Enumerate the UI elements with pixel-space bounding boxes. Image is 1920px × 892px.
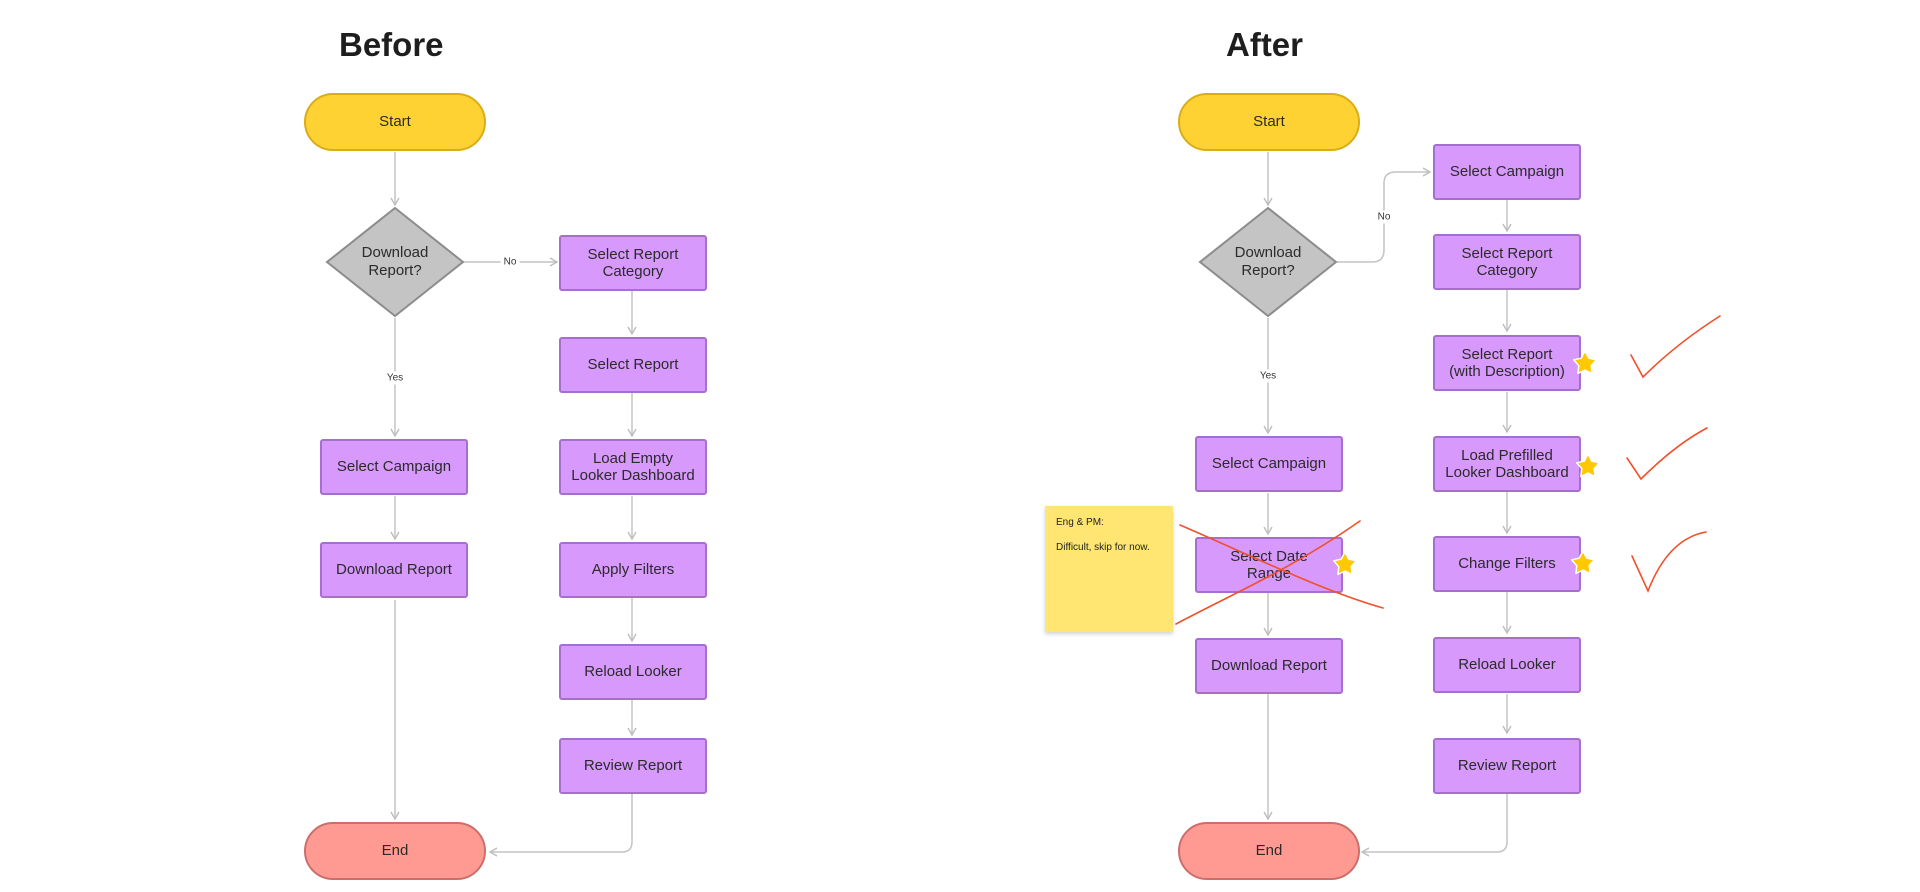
- after-select-campaign-left[interactable]: Select Campaign: [1195, 436, 1343, 492]
- before-apply-filters[interactable]: Apply Filters: [559, 542, 707, 598]
- edge-label-before-yes: Yes: [383, 371, 407, 385]
- after-decision-text-wrap: Download Report?: [1208, 232, 1328, 292]
- before-select-report-category[interactable]: Select Report Category: [559, 235, 707, 291]
- heading-before: Before: [339, 26, 444, 63]
- before-decision-label: Download Report?: [361, 244, 429, 279]
- sticky-note-author: Eng & PM:: [1056, 517, 1104, 528]
- edge-before-review-end: [488, 794, 633, 857]
- after-download-report[interactable]: Download Report: [1195, 638, 1343, 694]
- before-review-report[interactable]: Review Report: [559, 738, 707, 794]
- after-select-report-category[interactable]: Select Report Category: [1433, 234, 1581, 290]
- before-end-node[interactable]: End: [304, 822, 486, 880]
- sticky-note-text: Difficult, skip for now.: [1056, 542, 1150, 553]
- after-end-node[interactable]: End: [1178, 822, 1360, 880]
- edge-label-after-yes: Yes: [1256, 369, 1280, 383]
- after-review-report[interactable]: Review Report: [1433, 738, 1581, 794]
- before-download-report[interactable]: Download Report: [320, 542, 468, 598]
- before-reload-looker[interactable]: Reload Looker: [559, 644, 707, 700]
- after-decision-label: Download Report?: [1234, 244, 1302, 279]
- before-select-report[interactable]: Select Report: [559, 337, 707, 393]
- after-select-report-desc[interactable]: Select Report (with Description): [1433, 335, 1581, 391]
- edge-after-review-end: [1360, 794, 1508, 857]
- after-select-date-range[interactable]: Select Date Range: [1195, 537, 1343, 593]
- before-start-node[interactable]: Start: [304, 93, 486, 151]
- before-decision-text-wrap: Download Report?: [335, 232, 455, 292]
- edge-label-before-no: No: [500, 255, 520, 269]
- edge-label-after-no: No: [1374, 210, 1394, 224]
- after-change-filters[interactable]: Change Filters: [1433, 536, 1581, 592]
- after-start-node[interactable]: Start: [1178, 93, 1360, 151]
- after-select-campaign-right[interactable]: Select Campaign: [1433, 144, 1581, 200]
- before-select-campaign[interactable]: Select Campaign: [320, 439, 468, 495]
- heading-after: After: [1226, 26, 1304, 63]
- decision-diamond-before[interactable]: [325, 206, 465, 318]
- decision-diamond-after[interactable]: [1198, 206, 1338, 318]
- before-load-empty-looker[interactable]: Load Empty Looker Dashboard: [559, 439, 707, 495]
- after-reload-looker[interactable]: Reload Looker: [1433, 637, 1581, 693]
- sticky-note[interactable]: Eng & PM: Difficult, skip for now.: [1045, 506, 1173, 632]
- after-load-prefilled-looker[interactable]: Load Prefilled Looker Dashboard: [1433, 436, 1581, 492]
